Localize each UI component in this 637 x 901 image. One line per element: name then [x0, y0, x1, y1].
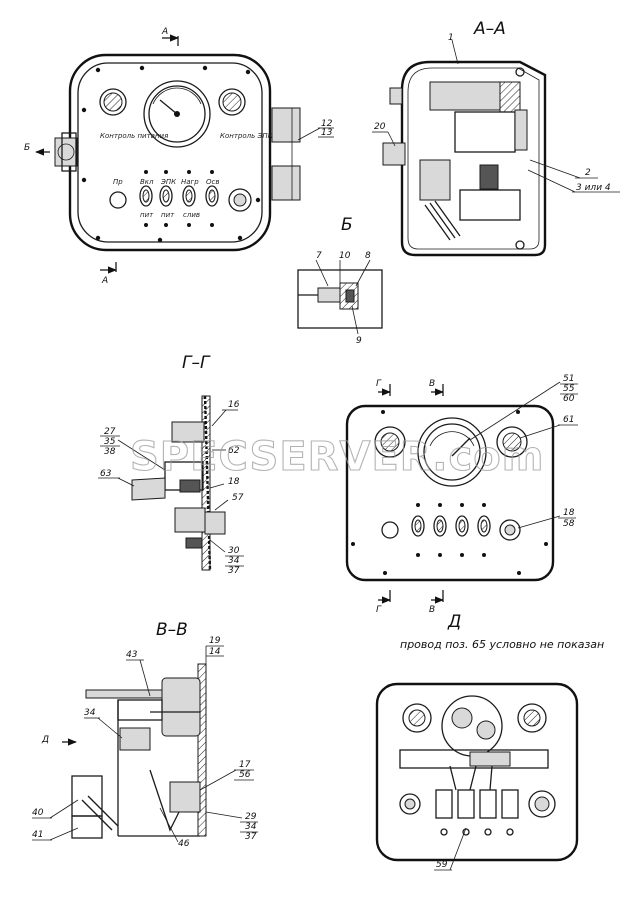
switch-label-epk: ЭПК [160, 178, 177, 186]
view-d-busbar [399, 749, 549, 769]
section-vv-title: В–В [156, 620, 188, 640]
section-vv: В–В Д 19 14 43 34 17 56 40 41 46 [32, 620, 258, 849]
callout-59: 59 [436, 860, 448, 870]
view-b-title: Б [341, 215, 353, 235]
front-view: Г В Г В 51 55 60 61 18 58 [345, 374, 578, 615]
left-connector [54, 137, 78, 167]
callout-38: 38 [104, 447, 116, 457]
watermark: SPECSERVER.com [130, 434, 544, 480]
callout-37-vv: 37 [245, 832, 257, 842]
view-d: Д провод поз. 65 условно не показан 59 [375, 612, 604, 871]
section-vv-panel [197, 663, 207, 837]
switch-label-vkl: Вкл [140, 178, 154, 186]
callout-61: 61 [563, 415, 574, 425]
main-view: Контроль питания Контроль ЭПК Пр Вкл ЭПК… [24, 27, 334, 286]
callout-51: 51 [563, 374, 574, 384]
switch-label-nagr: Нагр [181, 178, 199, 186]
front-mark-v-bottom: В [429, 605, 435, 615]
front-rivets [351, 410, 548, 575]
callout-1: 1 [448, 33, 454, 43]
callout-19: 19 [209, 636, 221, 646]
view-d-note: провод поз. 65 условно не показан [400, 638, 604, 651]
callout-30: 30 [228, 546, 240, 556]
callout-60: 60 [563, 394, 575, 404]
front-panel-outline [345, 404, 555, 582]
callout-8: 8 [365, 251, 371, 261]
switch-row [109, 170, 252, 227]
callout-41: 41 [32, 830, 43, 840]
callout-9: 9 [356, 336, 362, 346]
view-d-title: Д [447, 612, 461, 632]
section-aa: А–А 1 20 2 3 или 4 [372, 19, 620, 257]
callout-37-gg: 37 [228, 566, 240, 576]
power-lamp [99, 88, 127, 116]
callout-57: 57 [232, 493, 244, 503]
callout-63: 63 [100, 469, 112, 479]
callout-2: 2 [585, 168, 591, 178]
gauge [143, 80, 211, 148]
main-housing-inner [77, 62, 263, 243]
callout-34-gg: 34 [228, 556, 240, 566]
callout-14: 14 [209, 647, 221, 657]
callout-18: 18 [228, 477, 240, 487]
callout-16: 16 [228, 400, 240, 410]
callout-12: 12 [321, 119, 333, 129]
switch-label-pit-1: пит [140, 211, 154, 219]
front-gauge [417, 417, 487, 487]
callout-56: 56 [239, 770, 251, 780]
callout-46: 46 [178, 839, 190, 849]
label-epk-control: Контроль ЭПК [220, 132, 274, 140]
main-housing-outline [68, 53, 272, 252]
section-gg: Г–Г 16 62 27 35 38 63 18 57 30 34 37 [98, 353, 244, 576]
front-mark-g-bottom: Г [376, 605, 382, 615]
callout-20: 20 [374, 122, 386, 132]
callout-34-vv-top: 34 [84, 708, 96, 718]
switch-label-osv: Осв [206, 178, 219, 186]
callout-34-vv: 34 [245, 822, 257, 832]
callout-55: 55 [563, 384, 575, 394]
section-gg-title: Г–Г [182, 353, 211, 373]
section-mark-a-bottom: А [101, 276, 108, 286]
label-power-control: Контроль питания [100, 132, 168, 140]
section-aa-housing [400, 60, 547, 257]
callout-18-front: 18 [563, 508, 575, 518]
section-gg-lamp [171, 421, 205, 443]
switch-label-pr: Пр [113, 178, 123, 186]
section-aa-gauge [429, 81, 501, 111]
callout-43: 43 [126, 650, 138, 660]
callout-35: 35 [104, 437, 116, 447]
callout-40: 40 [32, 808, 44, 818]
section-mark-a-top: А [161, 27, 168, 37]
callout-17: 17 [239, 760, 251, 770]
view-d-panel [375, 682, 579, 862]
section-aa-plug [382, 142, 406, 166]
switch-label-pit-2: пит [161, 211, 175, 219]
callout-7: 7 [316, 251, 322, 261]
section-aa-title: А–А [473, 19, 506, 39]
view-b: Б 7 10 8 9 [297, 215, 383, 346]
hinge-upper [271, 107, 301, 143]
callout-27: 27 [104, 427, 116, 437]
callout-62: 62 [228, 446, 240, 456]
main-rivets [81, 65, 261, 243]
front-mark-g-top: Г [376, 379, 382, 389]
section-mark-b: Б [24, 143, 30, 153]
callout-3-or-4: 3 или 4 [576, 183, 611, 193]
epk-lamp [218, 88, 246, 116]
hinge-lower [271, 165, 301, 201]
switch-label-sliv: слив [183, 211, 200, 219]
section-vv-gauge-body [161, 677, 201, 737]
callout-58: 58 [563, 519, 575, 529]
callout-10: 10 [339, 251, 351, 261]
section-vv-arrow-d: Д [41, 735, 49, 745]
section-gg-relay-63 [131, 477, 166, 501]
front-mark-v-top: В [429, 379, 435, 389]
gauge-needle [159, 99, 178, 115]
callout-13: 13 [321, 128, 333, 138]
callout-29: 29 [245, 812, 257, 822]
